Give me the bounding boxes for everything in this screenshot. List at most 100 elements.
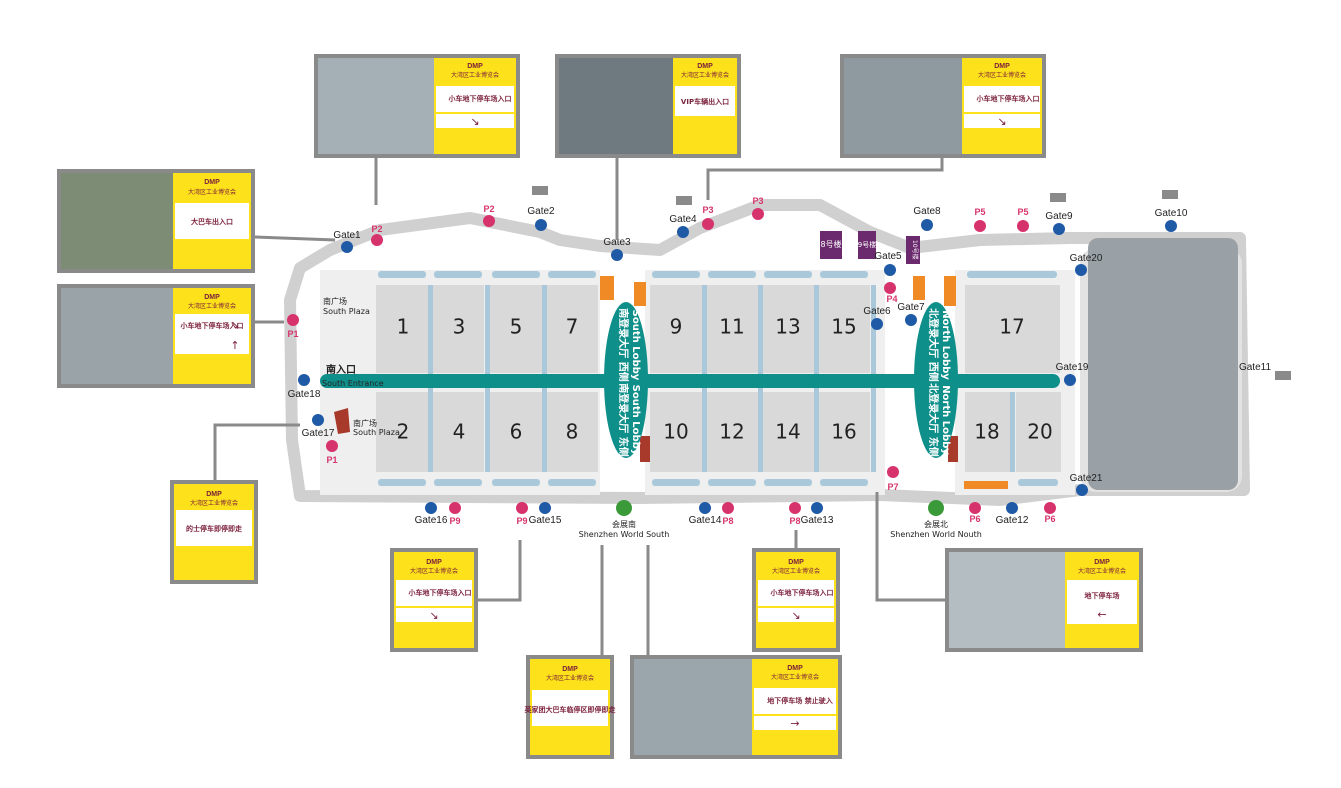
p1a-icon[interactable] (287, 314, 299, 326)
gate6-icon[interactable] (871, 318, 883, 330)
gate9-icon[interactable] (1053, 223, 1065, 235)
gate17-label: Gate17 (302, 428, 335, 439)
gate4-icon[interactable] (677, 226, 689, 238)
p7-icon[interactable] (887, 466, 899, 478)
truck-icon (1162, 190, 1178, 199)
gate21-icon[interactable] (1076, 484, 1088, 496)
hall-3-label: 3 (453, 315, 466, 339)
building-8-label: 8号楼 (820, 239, 841, 249)
sign-expo: 大湾区工业博览会 (1078, 567, 1126, 575)
sign-message: 大巴车出入口 (191, 217, 233, 226)
gate7-label: Gate7 (897, 302, 925, 313)
south-lobby-west-cn: 南登录大厅 西侧 (617, 308, 630, 381)
p6a-label: P6 (969, 514, 980, 524)
p9a-icon[interactable] (449, 502, 461, 514)
gate21-label: Gate21 (1070, 473, 1103, 484)
p9b-label: P9 (516, 516, 527, 526)
north-lobby-west-cn: 北登录大厅 西侧 (927, 308, 940, 381)
gate14-icon[interactable] (699, 502, 711, 514)
p2b-label: P2 (483, 204, 494, 214)
gate16-icon[interactable] (425, 502, 437, 514)
arrow-icon: ← (1097, 608, 1106, 621)
gate13-label: Gate13 (801, 515, 834, 526)
gate2-icon[interactable] (535, 219, 547, 231)
sign-expo: 大湾区工业博览会 (681, 71, 729, 79)
orange-block-s2 (634, 282, 646, 306)
gate5-icon[interactable] (884, 264, 896, 276)
connector-lines (213, 158, 945, 655)
p9b-icon[interactable] (516, 502, 528, 514)
hall-10 (650, 392, 702, 472)
gate6-label: Gate6 (863, 306, 891, 317)
photo-placeholder (318, 58, 434, 154)
gate7-icon[interactable] (905, 314, 917, 326)
photo-placeholder (61, 288, 173, 384)
sign-expo: 大湾区工业博览会 (546, 674, 594, 682)
gate18-icon[interactable] (298, 374, 310, 386)
p3b-icon[interactable] (752, 208, 764, 220)
p5b-label: P5 (1017, 207, 1028, 217)
arrow-icon: ↘ (230, 318, 239, 331)
orange-block-n (913, 276, 925, 300)
building-8 (820, 231, 842, 259)
sign-expo: 大湾区工业博览会 (451, 71, 499, 79)
arrow-icon: ↘ (997, 115, 1006, 128)
gate10-icon[interactable] (1165, 220, 1177, 232)
p2a-icon[interactable] (371, 234, 383, 246)
hall-11-label: 11 (719, 315, 744, 339)
gate5-label: Gate5 (874, 251, 902, 262)
south-plaza2-label-cn: 南广场 (353, 418, 377, 428)
south-lobby (604, 302, 648, 458)
hall-9 (650, 285, 702, 373)
gate12-icon[interactable] (1006, 502, 1018, 514)
gate15-icon[interactable] (539, 502, 551, 514)
p6b-icon[interactable] (1044, 502, 1056, 514)
gate20-icon[interactable] (1075, 264, 1087, 276)
sign-message: 小车地下停车场入口 (180, 321, 244, 330)
hall-2-label: 2 (397, 420, 410, 444)
photo-placeholder (61, 173, 173, 269)
brown-block-s (640, 436, 650, 462)
p5b-icon[interactable] (1017, 220, 1029, 232)
hall-13-label: 13 (775, 315, 800, 339)
hall-9-label: 9 (670, 315, 683, 339)
hall-8 (546, 392, 598, 472)
gate19-icon[interactable] (1064, 374, 1076, 386)
gate13-icon[interactable] (811, 502, 823, 514)
north-lobby (914, 302, 958, 458)
building-9 (858, 231, 876, 259)
north-lobby-west-en: North Lobby (940, 310, 951, 380)
sign-car-parking-top2: DMP 大湾区工业博览会 小车地下停车场入口 ↘ (840, 54, 1046, 158)
sign-taxi: DMP 大湾区工业博览会 的士停车即停即走 (170, 480, 258, 584)
p2b-icon[interactable] (483, 215, 495, 227)
sign-message: 小车地下停车场入口 (770, 588, 834, 597)
photo-placeholder (844, 58, 962, 154)
p5a-icon[interactable] (974, 220, 986, 232)
building-10 (906, 236, 920, 264)
gate9-label: Gate9 (1045, 211, 1073, 222)
p8a-icon[interactable] (722, 502, 734, 514)
p8b-icon[interactable] (789, 502, 801, 514)
south-plaza2-label-en: South Plaza (353, 428, 400, 437)
gate8-icon[interactable] (921, 219, 933, 231)
gate1-icon[interactable] (341, 241, 353, 253)
brown-block-n (948, 436, 958, 462)
hall-4 (432, 392, 484, 472)
sign-brand: DMP (1094, 559, 1110, 566)
gate3-icon[interactable] (611, 249, 623, 261)
p6a-icon[interactable] (969, 502, 981, 514)
hall-13 (762, 285, 814, 373)
p3a-icon[interactable] (702, 218, 714, 230)
sign-brand: DMP (467, 63, 483, 70)
south-lobby-east-cn: 南登录大厅 东侧 (617, 383, 630, 456)
gate17-icon[interactable] (312, 414, 324, 426)
p1b-icon[interactable] (326, 440, 338, 452)
sign-brand: DMP (204, 294, 220, 301)
p2a-label: P2 (371, 224, 382, 234)
gate15-label: Gate15 (529, 515, 562, 526)
gate3-label: Gate3 (603, 237, 631, 248)
sign-expo: 大湾区工业博览会 (188, 302, 236, 310)
hall-labels: 1 3 5 7 2 4 6 8 9 11 13 15 10 12 14 16 1… (397, 315, 1053, 444)
sign-message: 英家团大巴车临停区即停即走 (524, 705, 617, 714)
p4-icon[interactable] (884, 282, 896, 294)
